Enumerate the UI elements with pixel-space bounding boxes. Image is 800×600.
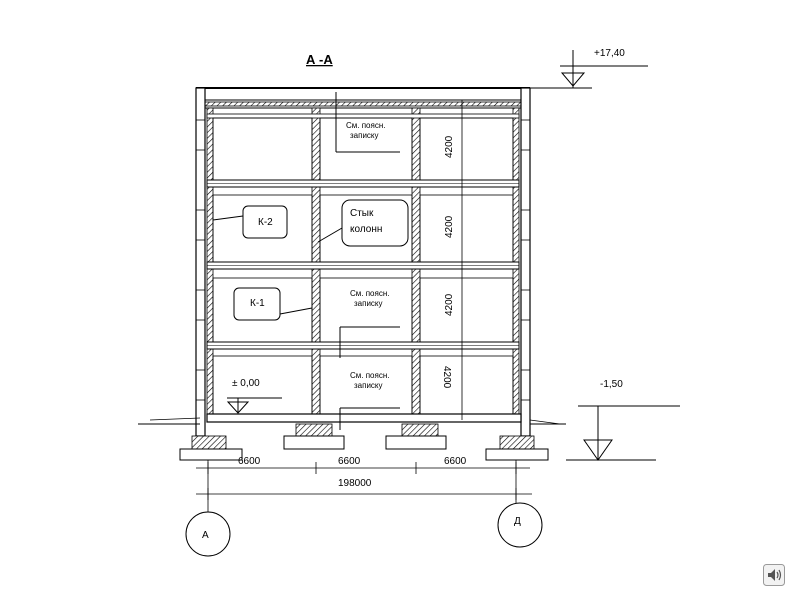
note-middle-line2: записку (354, 299, 383, 308)
note-bottom: См. поясн. записку (339, 371, 400, 430)
span-3-label: 6600 (444, 456, 467, 467)
callout-joint-line1: Стык (350, 208, 374, 219)
span-1-label: 6600 (238, 456, 261, 467)
zero-elevation-mark: ± 0,00 (226, 378, 282, 414)
speaker-icon[interactable] (763, 564, 785, 586)
note-middle: См. поясн. записку (339, 289, 400, 358)
section-title: А -А (306, 52, 333, 67)
callout-k2-label: К-2 (258, 217, 273, 228)
roof-slab (196, 87, 530, 109)
callout-k1: К-1 (233, 287, 313, 321)
note-top-line2: записку (350, 131, 379, 140)
floor-height-dims: 4200 4200 4200 4200 (441, 100, 463, 420)
note-top: См. поясн. записку (335, 92, 400, 153)
axis-a-circle (185, 511, 231, 557)
ground-line (138, 417, 566, 425)
span-dimensions: 6600 6600 6600 (196, 456, 530, 474)
callout-k1-label: К-1 (250, 298, 265, 309)
foundations (179, 423, 549, 461)
callout-joint-line2: колонн (350, 224, 382, 235)
floor-height-3: 4200 (444, 215, 455, 238)
axis-d-label: Д (514, 516, 521, 527)
axis-a-label: А (202, 530, 209, 541)
top-elevation-label: +17,40 (594, 48, 625, 59)
zero-elevation-label: ± 0,00 (232, 378, 260, 389)
note-bottom-line2: записку (354, 381, 383, 390)
callout-k2: К-2 (212, 205, 288, 239)
floor-height-4: 4200 (444, 135, 455, 158)
note-middle-line1: См. поясн. (350, 289, 389, 298)
total-dimension: 198000 (196, 478, 532, 500)
ground-elevation-label: -1,50 (600, 379, 623, 390)
axis-d-circle (497, 502, 543, 548)
note-bottom-line1: См. поясн. (350, 371, 389, 380)
note-top-line1: См. поясн. (346, 121, 385, 130)
beams (212, 117, 514, 415)
callout-joint: Стык колонн (317, 199, 409, 247)
total-span-label: 198000 (338, 478, 372, 489)
span-2-label: 6600 (338, 456, 361, 467)
top-elevation-mark: +17,40 (530, 48, 648, 89)
floor-height-2: 4200 (444, 293, 455, 316)
axis-markers: А Д (185, 460, 543, 557)
floor-height-1: 4200 (441, 366, 452, 389)
ground-elevation-mark: -1,50 (566, 379, 680, 461)
